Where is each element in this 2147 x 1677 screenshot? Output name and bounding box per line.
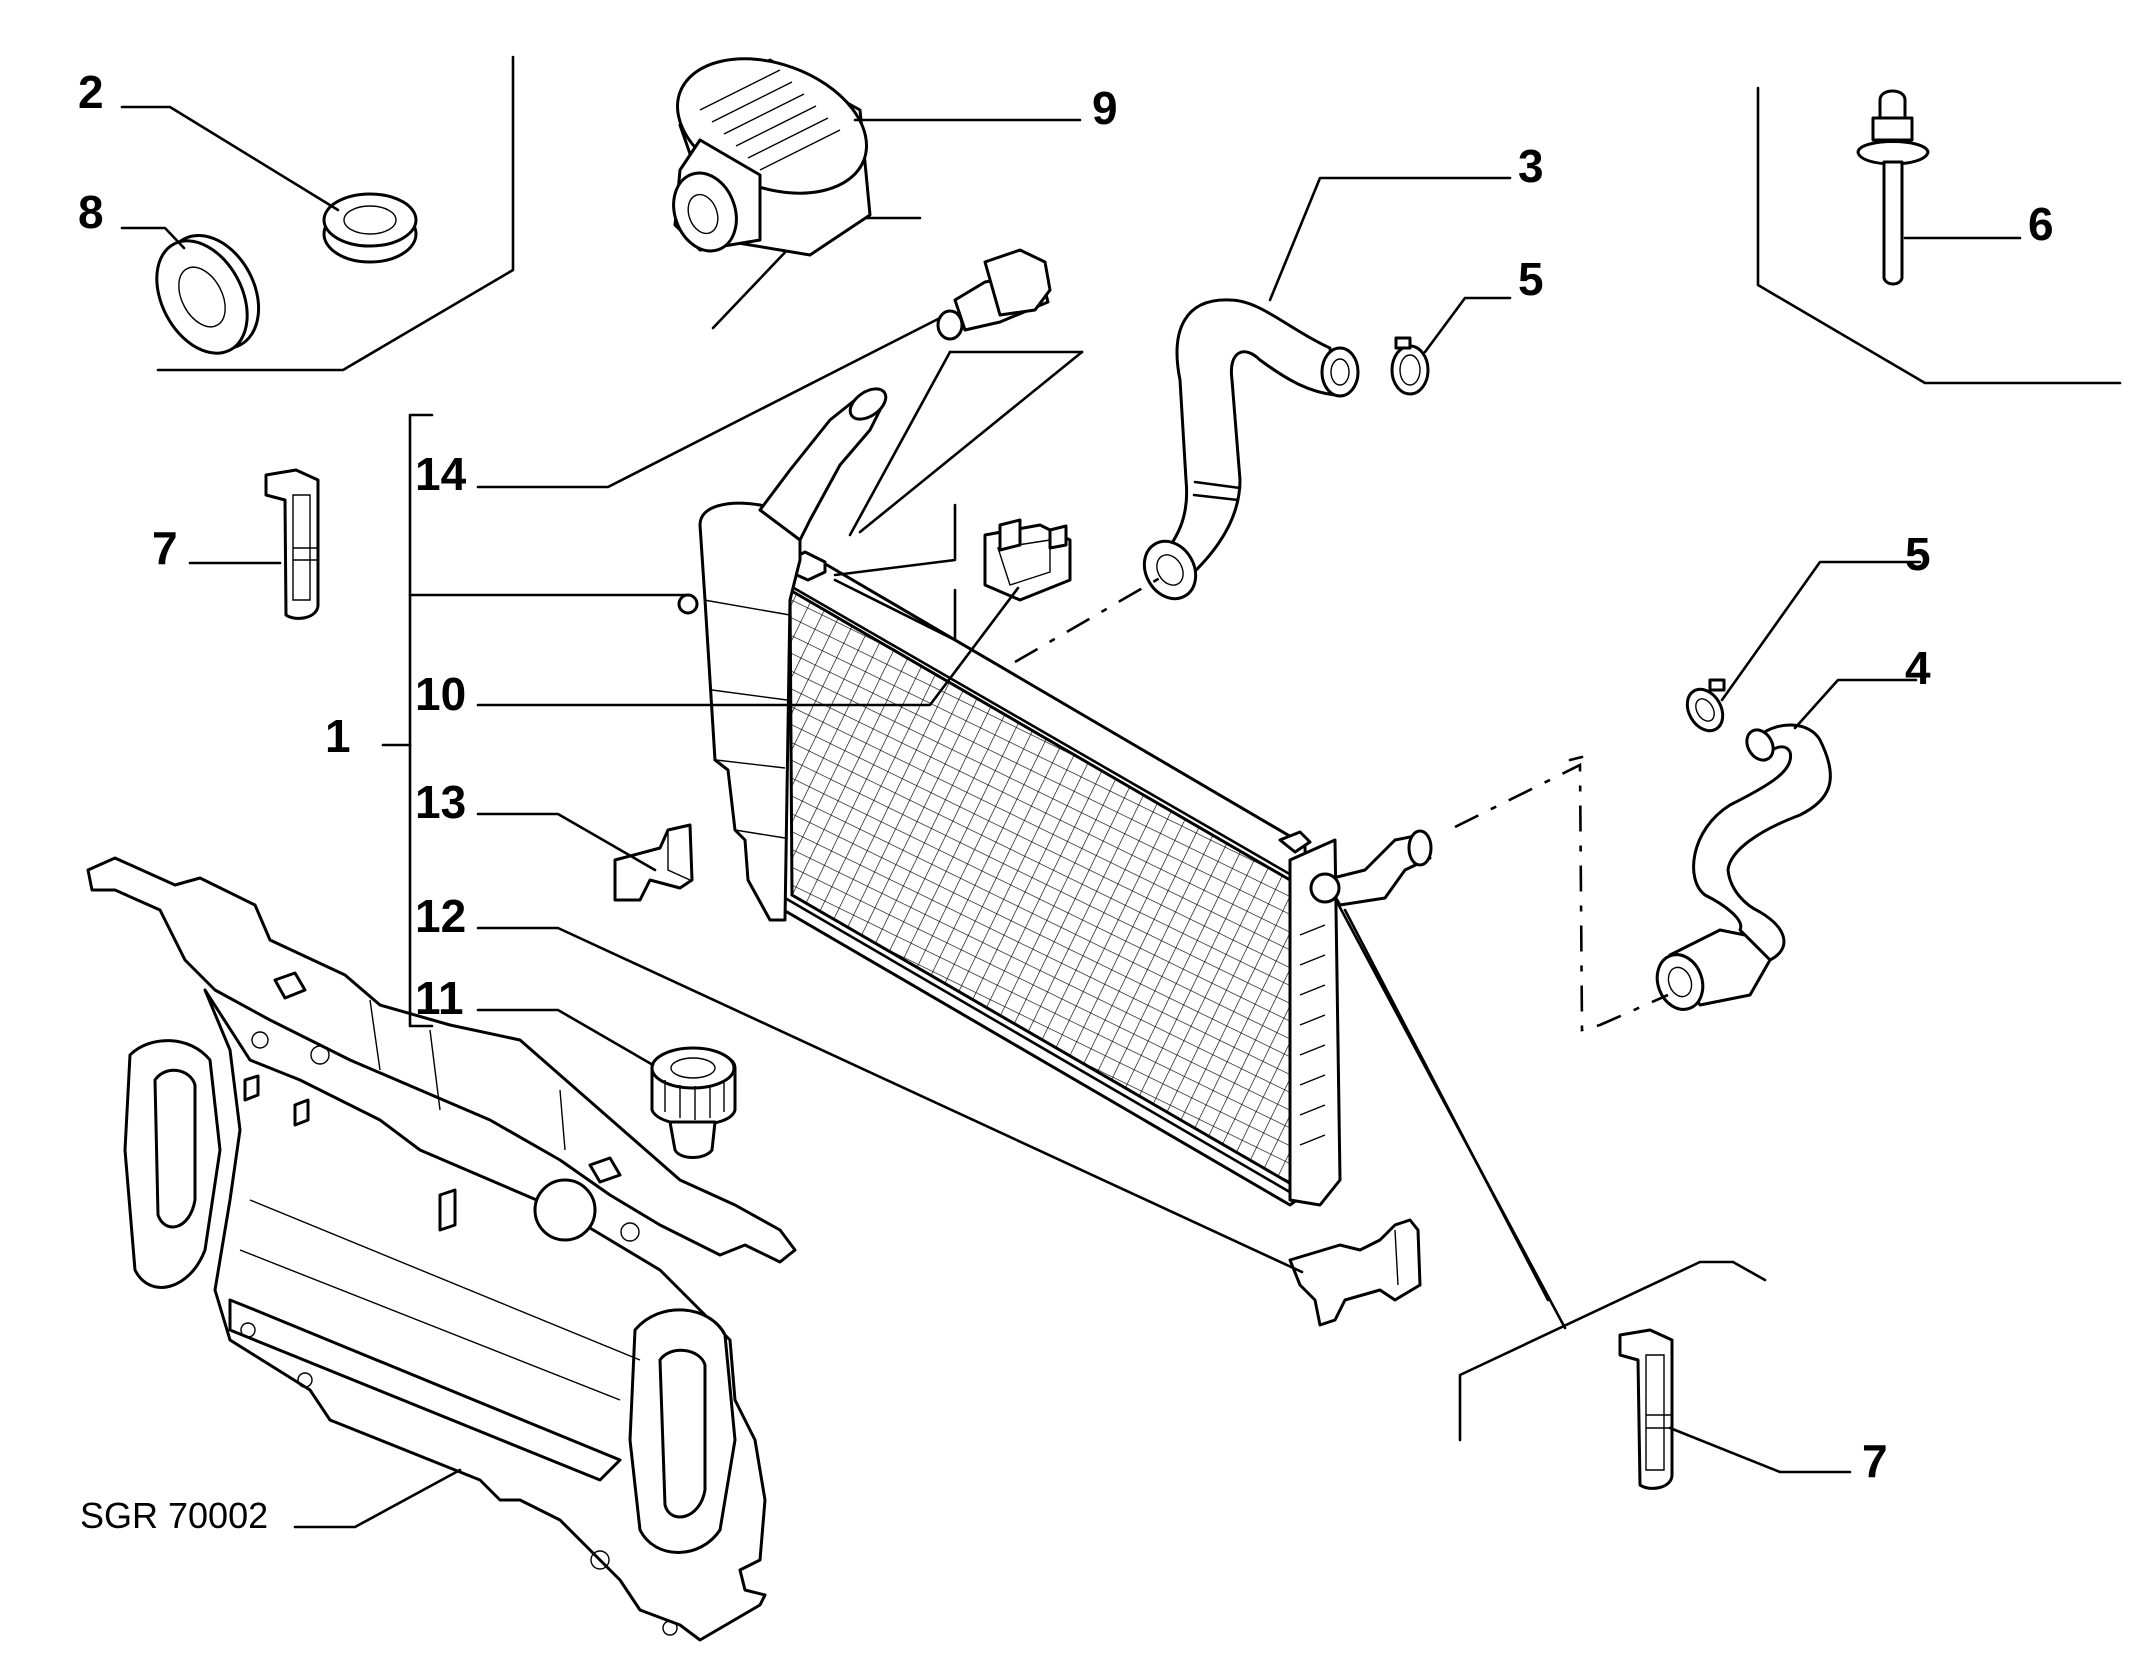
front-panel [86, 856, 797, 1642]
callout-7: 7 [1862, 1435, 1888, 1487]
callout-10: 10 [415, 668, 466, 720]
callout-labels: 2 8 9 3 5 6 14 7 5 4 10 1 13 12 11 7 SGR… [78, 66, 2054, 1536]
pressure-cap [672, 57, 872, 257]
callout-5: 5 [1518, 253, 1544, 305]
bushing [650, 1046, 737, 1159]
callout-5: 5 [1905, 528, 1931, 580]
grommet [155, 233, 261, 355]
callout-12: 12 [415, 890, 466, 942]
callout-7: 7 [152, 522, 178, 574]
callout-3: 3 [1518, 140, 1544, 192]
callout-1: 1 [325, 710, 351, 762]
frame-lines [156, 55, 2122, 1442]
callout-2: 2 [78, 66, 104, 118]
lower-hose [1655, 723, 1832, 1011]
push-rivet [1856, 89, 1930, 286]
mounting-bracket [1288, 1218, 1422, 1327]
callout-13: 13 [415, 776, 466, 828]
hose-clamp [1685, 678, 1726, 733]
callout-4: 4 [1905, 642, 1931, 694]
callout-11: 11 [415, 972, 464, 1024]
expansion-tank [677, 387, 888, 922]
mounting-clip [983, 518, 1072, 602]
leader-lines [120, 105, 2022, 1529]
reference-code: SGR 70002 [80, 1495, 268, 1536]
bleed-valve [936, 248, 1052, 341]
mounting-bracket [613, 823, 694, 902]
callout-9: 9 [1092, 82, 1118, 134]
assembly-lines [1014, 573, 1669, 1032]
radiator [768, 550, 1433, 1207]
assembly-bracket-1 [381, 413, 692, 1028]
side-seal [264, 468, 320, 620]
upper-hose [1142, 298, 1360, 601]
callout-8: 8 [78, 186, 104, 238]
hose-clamp [1390, 336, 1430, 396]
side-seal [1618, 1328, 1674, 1490]
callout-6: 6 [2028, 198, 2054, 250]
plug [322, 192, 418, 264]
callout-14: 14 [415, 448, 467, 500]
